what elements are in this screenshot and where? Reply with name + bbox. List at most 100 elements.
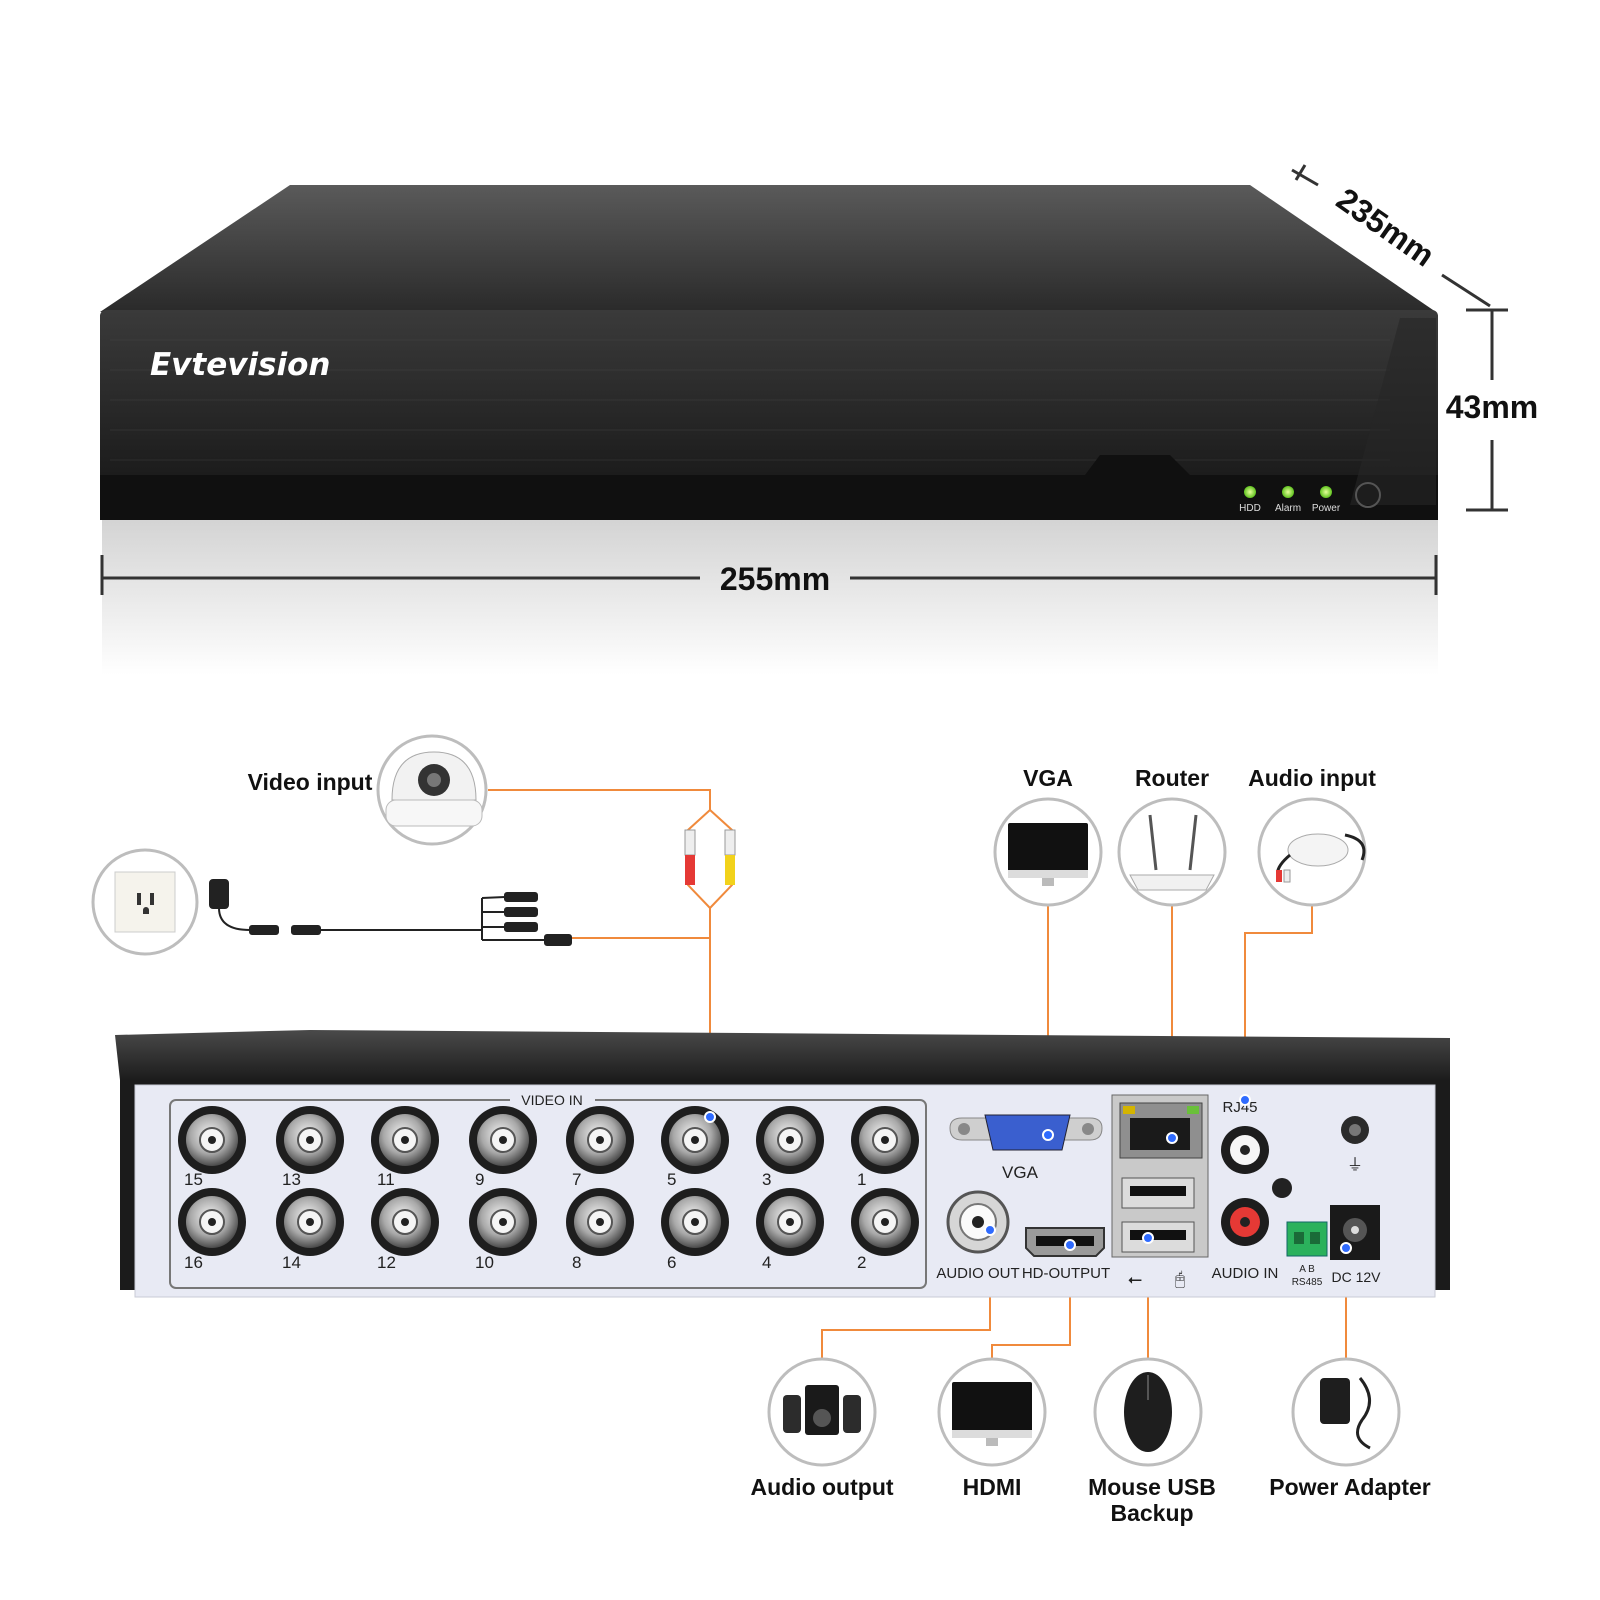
bnc-connector-icon [661, 1106, 729, 1174]
label-vga: VGA [1023, 765, 1073, 791]
channel-number-label: 12 [377, 1253, 396, 1272]
mouse-icon [1124, 1372, 1172, 1452]
rs485-terminal-icon [1286, 1221, 1328, 1257]
port-label-audio-out: AUDIO OUT [936, 1265, 1019, 1282]
bnc-connector-icon [371, 1188, 439, 1256]
bnc-connectors [178, 1106, 919, 1256]
channel-number-label: 1 [857, 1170, 866, 1189]
label-audio-output: Audio output [750, 1474, 893, 1500]
vga-device: VGA [993, 765, 1103, 907]
usb-symbol-icon: ⭠ [1128, 1269, 1142, 1289]
monitor-icon [952, 1382, 1032, 1446]
channel-number-label: 2 [857, 1253, 866, 1272]
floor-reflection [102, 515, 1438, 675]
audio-input-device: Audio input [1248, 765, 1376, 907]
channel-number-label: 11 [377, 1170, 395, 1189]
label-power-adapter: Power Adapter [1269, 1474, 1431, 1500]
bnc-connector-icon [276, 1188, 344, 1256]
bnc-connector-icon [566, 1106, 634, 1174]
bnc-connector-icon [469, 1106, 537, 1174]
rj45-port-icon [1119, 1102, 1203, 1159]
channel-number-label: 8 [572, 1253, 581, 1272]
port-label-audio-in: AUDIO IN [1212, 1265, 1279, 1282]
dc-jack-icon [1330, 1205, 1380, 1260]
dvr-front-bezel [100, 455, 1438, 520]
bnc-connector-icon [178, 1188, 246, 1256]
bnc-connector-icon [469, 1188, 537, 1256]
channel-number-label: 3 [762, 1170, 771, 1189]
dim-height: 43mm [1446, 389, 1539, 425]
dimension-annotations [100, 164, 1508, 595]
monitor-icon [1008, 823, 1088, 886]
led-hdd [1244, 486, 1256, 498]
channel-number-label: 6 [667, 1253, 676, 1272]
power-outlet-device [91, 829, 736, 956]
label-router: Router [1135, 765, 1209, 791]
rca-plug-icons [684, 829, 736, 885]
port-label-hd-output: HD-OUTPUT [1022, 1265, 1110, 1282]
usb-port-icon [1121, 1177, 1195, 1253]
ground-screw-icon: ⏚ [1341, 1116, 1369, 1174]
rs485-ab-label: A B [1299, 1264, 1315, 1275]
hdmi-device: HDMI [937, 1357, 1047, 1500]
bnc-connector-icon [178, 1106, 246, 1174]
camera-dome-icon [385, 751, 483, 827]
bnc-connector-icon [661, 1188, 729, 1256]
mouse-usb-device: Mouse USB Backup [1088, 1357, 1216, 1526]
bnc-connector-icon [756, 1106, 824, 1174]
rca-port-icon [1221, 1126, 1269, 1246]
bnc-connector-icon [276, 1106, 344, 1174]
led-label-power: Power [1312, 503, 1341, 514]
port-label-vga: VGA [1002, 1163, 1039, 1182]
channel-number-label: 13 [282, 1170, 301, 1189]
label-hdmi: HDMI [963, 1474, 1022, 1500]
power-adapter-icon [1320, 1377, 1371, 1450]
alarm-port-icon [1272, 1178, 1292, 1198]
vga-port-icon [949, 1114, 1103, 1151]
connection-dots [704, 1094, 1352, 1254]
label-mouse-usb-line2: Backup [1110, 1500, 1193, 1526]
channel-labels: 15 13 11 9 7 5 3 1 16 14 12 10 8 6 4 2 [184, 1170, 866, 1272]
microphone-icon [1276, 833, 1366, 883]
power-splitter-cable-icon [209, 879, 572, 946]
channel-number-label: 4 [762, 1253, 771, 1272]
label-audio-input: Audio input [1248, 765, 1376, 791]
bnc-connector-icon [371, 1106, 439, 1174]
bnc-connector-icon [851, 1106, 919, 1174]
power-adapter-device: Power Adapter [1269, 1357, 1431, 1500]
port-label-dc: DC 12V [1331, 1269, 1381, 1285]
channel-number-label: 7 [572, 1170, 581, 1189]
video-input-device: Video input [248, 734, 488, 846]
bnc-connector-icon [566, 1188, 634, 1256]
dvr-front-view: Evtevision HDD Alarm Power [100, 185, 1438, 675]
channel-number-label: 15 [184, 1170, 203, 1189]
channel-number-label: 10 [475, 1253, 494, 1272]
router-icon [1129, 814, 1215, 891]
led-label-alarm: Alarm [1275, 503, 1301, 514]
dim-width: 255mm [720, 561, 830, 597]
channel-number-label: 9 [475, 1170, 484, 1189]
dvr-top-surface [100, 185, 1436, 312]
audio-output-device: Audio output [750, 1357, 894, 1500]
bnc-connector-icon [851, 1188, 919, 1256]
rs485-label: RS485 [1292, 1277, 1323, 1288]
rj45-usb-block: ⭠ 🖰 [1111, 1094, 1209, 1289]
label-video-input: Video input [248, 769, 373, 795]
bnc-connector-icon [756, 1188, 824, 1256]
led-label-hdd: HDD [1239, 503, 1261, 514]
mouse-symbol-icon: 🖰 [1175, 1269, 1186, 1289]
led-power [1320, 486, 1332, 498]
wall-outlet-icon [114, 871, 176, 933]
router-device: Router [1117, 765, 1227, 907]
channel-number-label: 5 [667, 1170, 676, 1189]
dvr-rear-view: VIDEO IN 15 13 11 9 7 5 3 1 16 14 12 10 8 6 4 2 VGA AUD… [115, 1030, 1450, 1298]
svg-text:⏚: ⏚ [1347, 1156, 1363, 1174]
channel-number-label: 14 [282, 1253, 301, 1272]
channel-number-label: 16 [184, 1253, 203, 1272]
video-in-label: VIDEO IN [521, 1092, 582, 1108]
led-alarm [1282, 486, 1294, 498]
speakers-icon [783, 1385, 861, 1435]
label-mouse-usb-line1: Mouse USB [1088, 1474, 1216, 1500]
brand-logo: Evtevision [150, 347, 331, 383]
